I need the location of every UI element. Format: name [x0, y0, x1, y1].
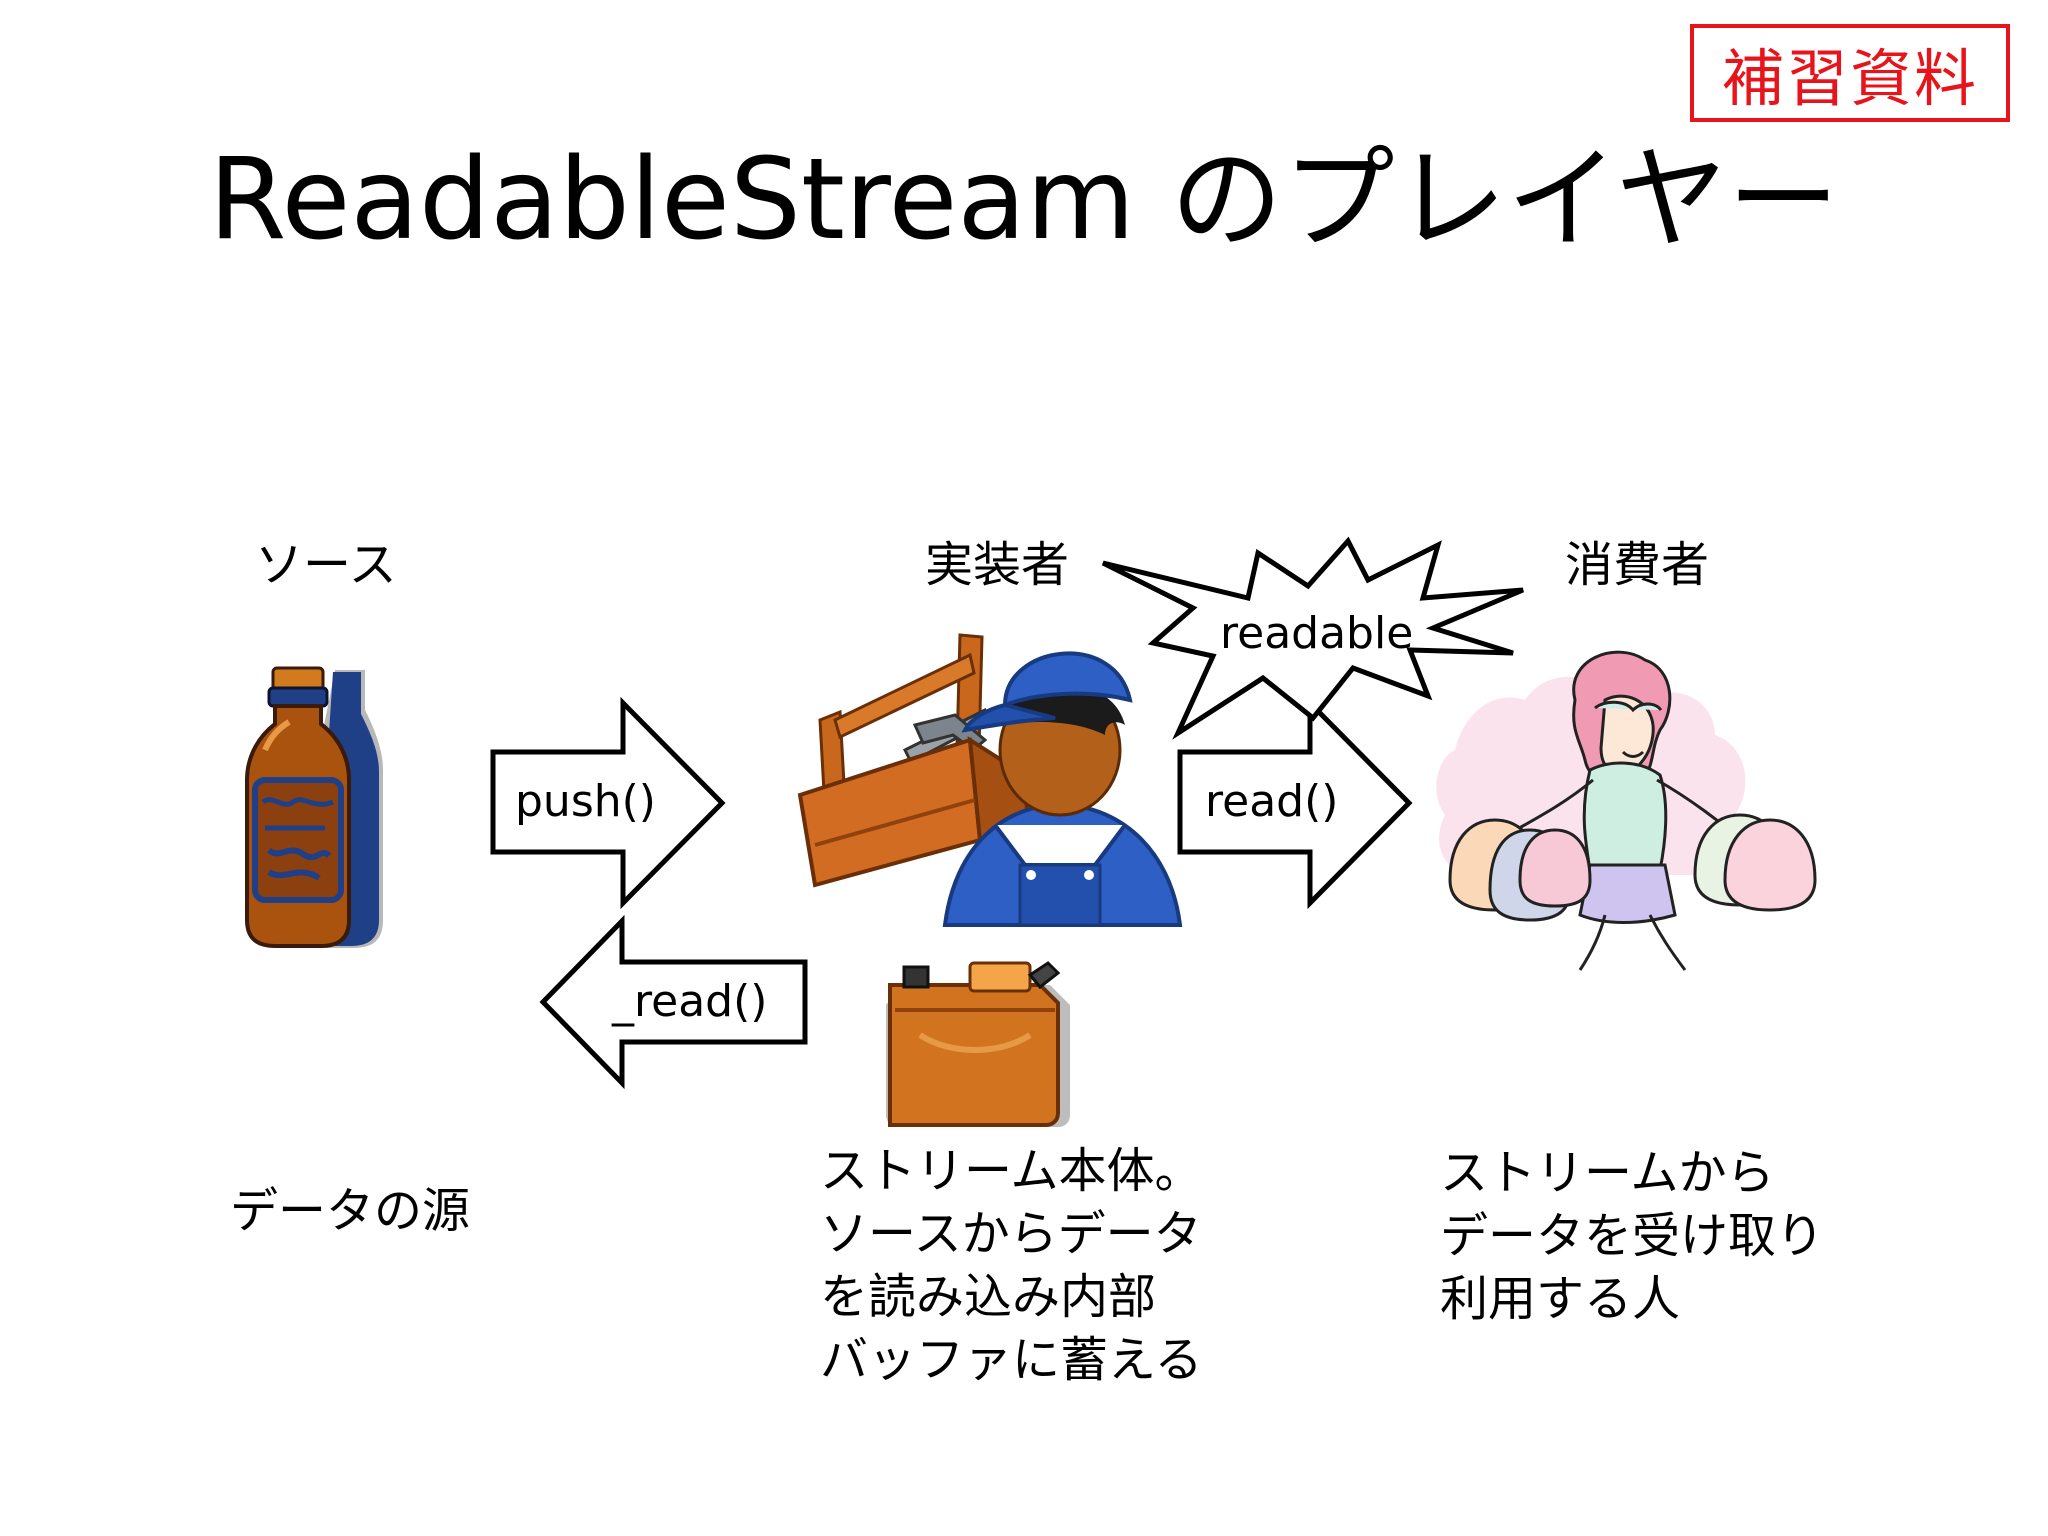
source-label: ソース: [255, 537, 397, 593]
implementer-label: 実装者: [925, 537, 1070, 593]
push-arrow: [490, 696, 726, 910]
consumer-label: 消費者: [1565, 537, 1710, 593]
implementer-description: ストリーム本体。 ソースからデータ を読み込み内部 バッファに蓄える: [820, 1143, 1203, 1388]
consumer-description: ストリームから データを受け取り 利用する人: [1440, 1145, 1825, 1327]
bottle-icon: [245, 666, 383, 948]
internal-read-arrow-label: _read(): [612, 976, 768, 1027]
supplementary-material-badge: 補習資料: [1690, 24, 2010, 122]
readable-event-label: readable: [1220, 608, 1414, 659]
worker-with-toolbox-icon: [797, 633, 1183, 927]
source-description: データの源: [230, 1183, 471, 1239]
page-title: ReadableStream のプレイヤー: [208, 135, 1840, 265]
read-arrow: [1177, 696, 1413, 910]
readable-event-starburst: [1101, 536, 1524, 740]
push-arrow-label: push(): [515, 776, 656, 827]
internal-read-arrow: [539, 914, 808, 1090]
read-arrow-label: read(): [1205, 776, 1339, 827]
shopper-woman-icon: [1436, 650, 1817, 971]
fuel-can-icon: [886, 961, 1070, 1127]
